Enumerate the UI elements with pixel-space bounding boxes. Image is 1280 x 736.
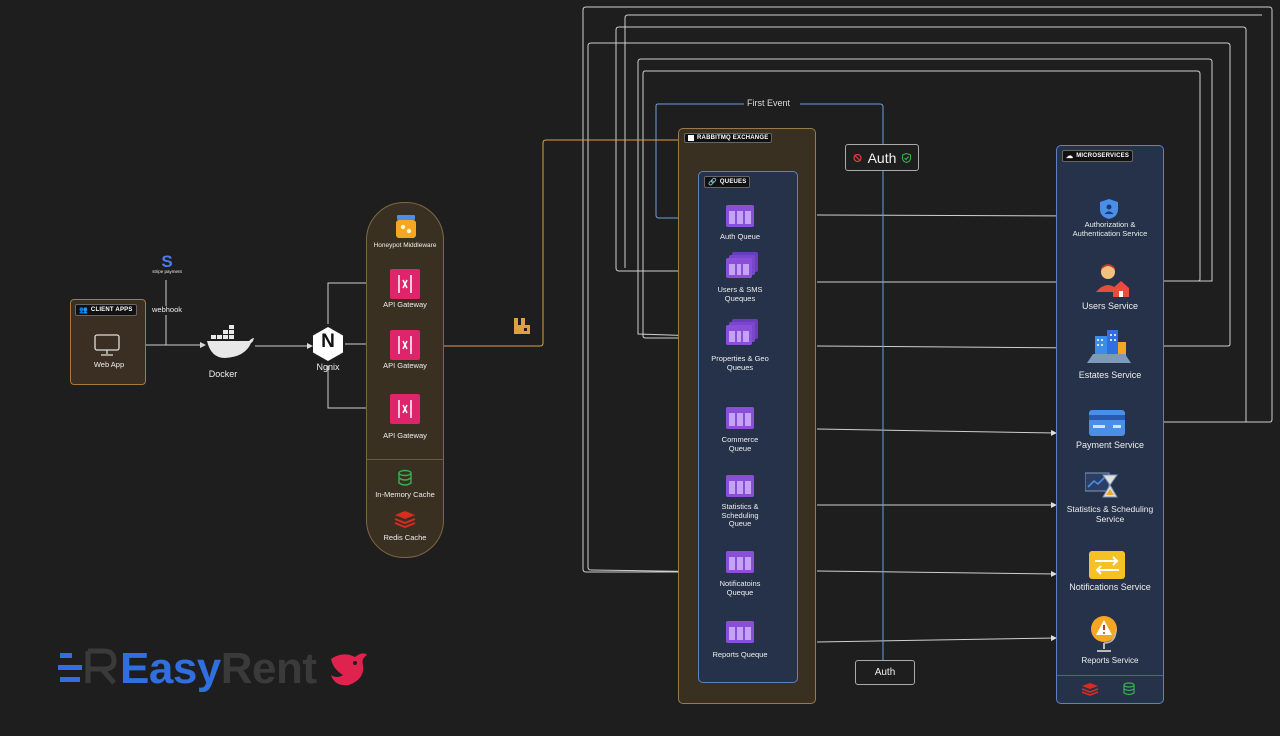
microservices-tag: ☁ MICROSERVICES bbox=[1062, 150, 1134, 162]
gateway-group: Honeypot Middleware API Gateway API Gate… bbox=[366, 202, 444, 558]
queue-label: Commerce Queue bbox=[721, 435, 759, 453]
queues-stack-icon bbox=[726, 252, 758, 278]
auth-top-label: Auth bbox=[867, 149, 897, 166]
service-label: Statistics & Scheduling Service bbox=[1066, 504, 1154, 524]
service-label: Notifications Service bbox=[1069, 582, 1151, 592]
warning-globe-icon bbox=[1091, 616, 1117, 652]
webhook-label: webhook bbox=[148, 305, 186, 315]
credit-card-icon bbox=[1089, 410, 1125, 436]
api-gateway-label: API Gateway bbox=[383, 361, 427, 370]
buildings-icon bbox=[1087, 330, 1131, 363]
queue-label: Auth Queue bbox=[719, 232, 761, 241]
queue-label: Statistics & Scheduling Queue bbox=[721, 502, 759, 529]
queue-label: Users & SMS Queques bbox=[717, 285, 763, 303]
queue-icon bbox=[726, 551, 754, 573]
logo-text-rent: Rent bbox=[220, 644, 317, 693]
auth-top-box: Auth bbox=[845, 144, 919, 171]
exchange-arrows-icon bbox=[1089, 551, 1125, 579]
service-label: Reports Service bbox=[1081, 656, 1139, 665]
nginx-icon: N bbox=[321, 331, 335, 352]
user-home-icon bbox=[1096, 264, 1129, 297]
web-app-label: Web App bbox=[93, 360, 125, 369]
service-label: Authorization & Authentication Service bbox=[1072, 220, 1148, 238]
queue-icon bbox=[726, 475, 754, 497]
queue-label: Properties & Geo Queues bbox=[711, 354, 769, 372]
service-label: Users Service bbox=[1081, 301, 1138, 311]
gateway-divider bbox=[367, 459, 443, 460]
docker-icon bbox=[207, 325, 254, 358]
service-label: Payment Service bbox=[1075, 440, 1145, 450]
stripe-icon: S bbox=[161, 252, 173, 271]
rabbitmq-small-icon bbox=[688, 135, 694, 141]
client-apps-group: 👥 CLIENT APPS Web App bbox=[70, 299, 146, 385]
nginx-label: Ngnix bbox=[316, 362, 340, 372]
queues-tag: 🔗 QUEUES bbox=[704, 176, 751, 188]
queue-icon bbox=[726, 205, 754, 227]
in-memory-cache-label: In-Memory Cache bbox=[375, 490, 435, 499]
nestjs-cat-icon bbox=[330, 653, 367, 686]
honeypot-icon bbox=[396, 215, 416, 238]
no-access-icon bbox=[852, 153, 862, 162]
database-icon bbox=[1123, 682, 1135, 696]
chart-hourglass-icon bbox=[1085, 472, 1118, 498]
er-logo-icon bbox=[58, 648, 117, 685]
shield-check-icon bbox=[902, 152, 912, 163]
docker-label: Docker bbox=[208, 369, 238, 379]
queue-label: Reports Queque bbox=[712, 650, 768, 659]
api-gateway-label: API Gateway bbox=[383, 300, 427, 309]
auth-bottom-box: Auth bbox=[855, 660, 915, 685]
link-icon: 🔗 bbox=[708, 179, 717, 186]
queue-label: Notificatoins Queque bbox=[719, 579, 761, 597]
logo-text-easy: Easy bbox=[120, 644, 221, 693]
rabbitmq-icon bbox=[514, 318, 530, 334]
first-event-label: First Event bbox=[744, 98, 794, 108]
users-icon: 👥 bbox=[79, 307, 88, 314]
api-gateway-icon bbox=[390, 330, 420, 360]
queue-icon bbox=[726, 407, 754, 429]
redis-cache-label: Redis Cache bbox=[383, 533, 427, 542]
cloud-icon: ☁ bbox=[1066, 153, 1074, 160]
api-gateway-icon bbox=[390, 269, 420, 299]
microservices-divider bbox=[1057, 675, 1163, 676]
auth-bottom-label: Auth bbox=[874, 667, 896, 678]
api-gateway-label: API Gateway bbox=[383, 431, 427, 440]
queue-icon bbox=[726, 621, 754, 643]
shield-icon bbox=[1100, 199, 1118, 219]
nginx-hexagon bbox=[313, 327, 343, 361]
queues-stack-icon bbox=[726, 319, 758, 345]
database-icon bbox=[398, 469, 412, 486]
rabbitmq-exchange-tag: RABBITMQ EXCHANGE bbox=[684, 133, 773, 143]
stripe-label: stripe payment bbox=[152, 269, 182, 274]
client-apps-tag: 👥 CLIENT APPS bbox=[75, 304, 137, 316]
honeypot-label: Honeypot Middleware bbox=[373, 242, 437, 249]
service-label: Estates Service bbox=[1078, 370, 1142, 380]
api-gateway-icon bbox=[390, 394, 420, 424]
redis-icon bbox=[394, 511, 416, 528]
monitor-icon bbox=[94, 334, 120, 356]
redis-icon bbox=[1081, 683, 1099, 696]
